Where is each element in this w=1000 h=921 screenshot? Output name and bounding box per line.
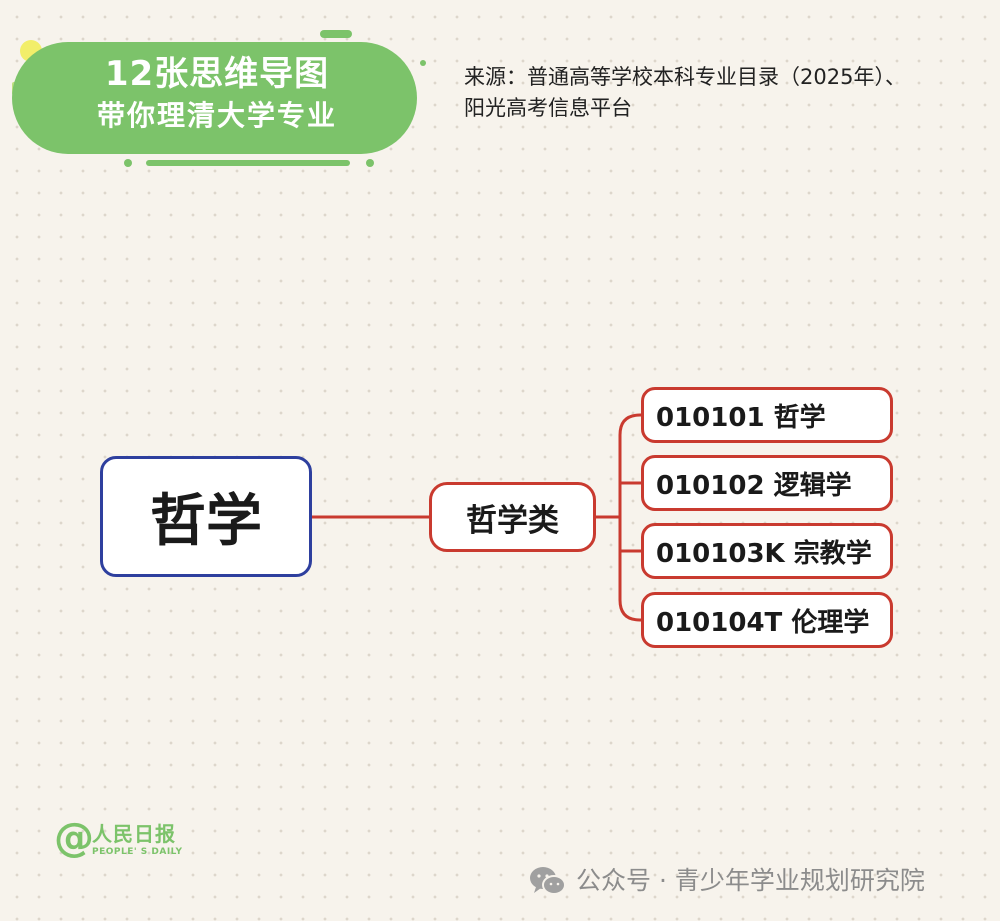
- at-sign-icon: @: [54, 815, 94, 861]
- major-node: 010102 逻辑学: [641, 455, 893, 511]
- major-node: 010101 哲学: [641, 387, 893, 443]
- decor-bar-top: [320, 30, 352, 38]
- decor-dot-tiny: [420, 60, 426, 66]
- account-label: 公众号 · 青少年学业规划研究院: [576, 866, 925, 895]
- title-banner: [12, 42, 417, 154]
- decor-dot-small-right: [366, 159, 374, 167]
- logo-text-en: PEOPLE' S DAILY: [92, 847, 183, 857]
- decor-dot-small: [124, 159, 132, 167]
- major-node: 010103K 宗教学: [641, 523, 893, 579]
- decor-bar-bottom: [146, 160, 350, 166]
- category-node: 哲学类: [429, 482, 596, 552]
- banner-title-line2: 带你理清大学专业: [96, 99, 337, 132]
- source-note: 来源：普通高等学校本科专业目录（2025年）、 阳光高考信息平台: [464, 62, 984, 124]
- major-node: 010104T 伦理学: [641, 592, 893, 648]
- source-line2: 阳光高考信息平台: [464, 96, 632, 120]
- source-line1: 来源：普通高等学校本科专业目录（2025年）、: [464, 65, 906, 89]
- logo-text-cn: 人民日报: [92, 822, 176, 846]
- banner-title: 12张思维导图 带你理清大学专业: [52, 52, 382, 142]
- root-node: 哲学: [100, 456, 312, 577]
- wechat-icon: [530, 867, 566, 895]
- category-to-majors-link: [596, 413, 641, 622]
- banner-title-line1: 12张思维导图: [104, 54, 330, 94]
